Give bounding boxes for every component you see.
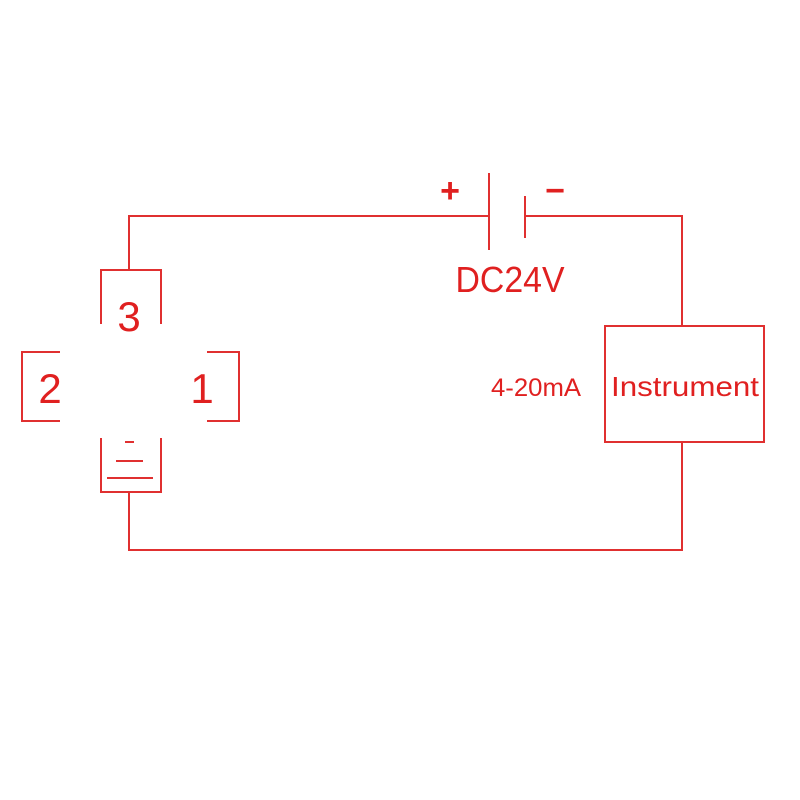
ground-bracket (100, 438, 162, 493)
wire-top-right (525, 215, 683, 326)
terminal-2-bracket (21, 351, 60, 422)
terminal-2-label: 2 (38, 365, 61, 412)
battery-plus-label: + (440, 172, 460, 210)
supply-voltage-label: DC24V (456, 259, 565, 300)
terminal-3-bracket (100, 269, 162, 324)
instrument-box (604, 325, 765, 443)
terminal-3-label: 3 (117, 293, 140, 340)
wire-top-left (128, 215, 489, 270)
terminal-1-label: 1 (190, 365, 213, 412)
instrument-label: Instrument (611, 371, 759, 402)
terminal-1-bracket (207, 351, 240, 422)
wire-bottom (128, 442, 683, 551)
battery-minus-label: − (545, 172, 565, 210)
signal-current-label: 4-20mA (491, 374, 581, 402)
